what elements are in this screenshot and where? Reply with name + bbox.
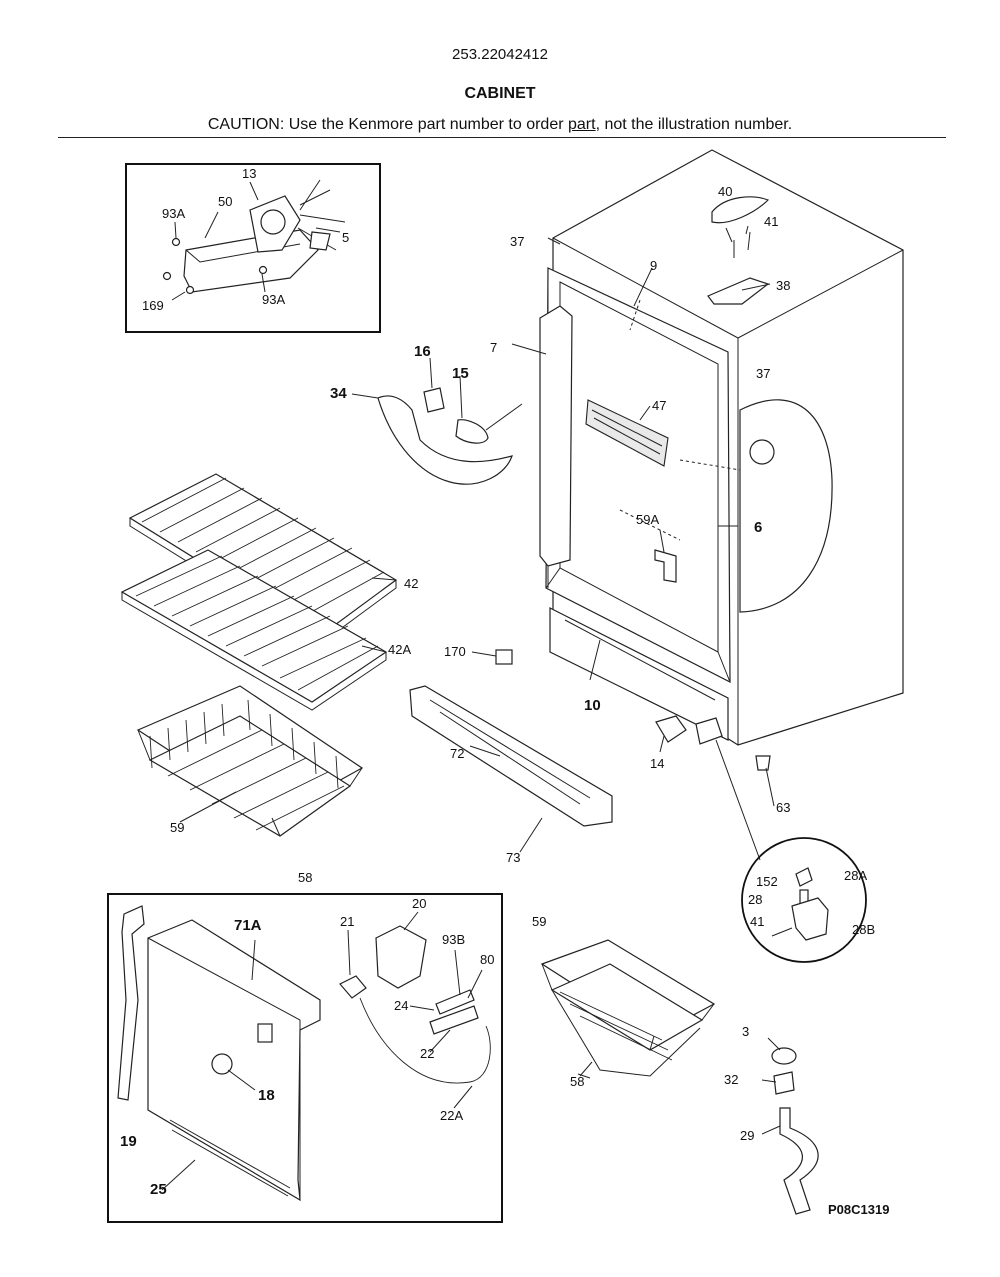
callout-170: 170 (444, 644, 466, 659)
callout-58-basket: 58 (570, 1074, 584, 1089)
light-fixture (377, 395, 513, 485)
callout-152: 152 (756, 874, 778, 889)
callout-37-side: 37 (756, 366, 770, 381)
callout-42: 42 (404, 576, 418, 591)
callout-9: 9 (650, 258, 657, 273)
callout-93b: 93B (442, 932, 465, 947)
callout-41-top: 41 (764, 214, 778, 229)
callout-10: 10 (584, 697, 601, 714)
callout-13: 13 (242, 166, 256, 181)
callout-18: 18 (258, 1087, 275, 1104)
hinge-detail-circle (741, 837, 867, 963)
callout-19: 19 (120, 1133, 137, 1150)
evaporator-channel (585, 399, 669, 467)
top-hinge-plate (707, 277, 770, 305)
diagram-code: P08C1319 (828, 1202, 889, 1217)
callout-3: 3 (742, 1024, 749, 1039)
callout-15: 15 (452, 365, 469, 382)
hinge-detail: 152 28A 28 41 28B (715, 739, 875, 963)
callout-59-plastic: 59 (532, 914, 546, 929)
wire-basket (136, 685, 364, 837)
callout-47: 47 (652, 398, 666, 413)
callout-73: 73 (506, 850, 520, 865)
callout-71a: 71A (234, 917, 262, 934)
wire-shelves (120, 473, 398, 711)
caution-note: CAUTION: Use the Kenmore part number to … (0, 116, 1000, 134)
callout-40: 40 (718, 184, 732, 199)
fan-motor-inset: 13 50 93A 5 169 93A (125, 163, 381, 333)
callout-20: 20 (412, 896, 426, 911)
toe-grille (409, 685, 613, 827)
callout-28: 28 (748, 892, 762, 907)
callout-6: 6 (754, 519, 762, 536)
callout-22a: 22A (440, 1108, 463, 1123)
thermostat-knob (211, 1053, 233, 1075)
control-panel-25 (147, 919, 321, 1202)
callout-37-top: 37 (510, 234, 524, 249)
callout-25: 25 (150, 1181, 167, 1198)
control-inset-frame (107, 893, 503, 1223)
drain-parts (771, 1047, 819, 1215)
fan-inset-frame (125, 163, 381, 333)
callout-29: 29 (740, 1128, 754, 1143)
callout-93a-top: 93A (162, 206, 185, 221)
caution-text-2: , not the illustration number. (595, 116, 793, 133)
callout-7: 7 (490, 340, 497, 355)
callout-58-inset: 58 (298, 870, 312, 885)
callout-5: 5 (342, 230, 349, 245)
callout-28a: 28A (844, 868, 867, 883)
callout-38: 38 (776, 278, 790, 293)
door-gasket-strip (539, 305, 573, 567)
callout-169: 169 (142, 298, 164, 313)
callout-22: 22 (420, 1046, 434, 1061)
callout-34: 34 (330, 385, 347, 402)
callout-24: 24 (394, 998, 408, 1013)
seal-strip-19 (117, 905, 145, 1101)
callout-41-hinge: 41 (750, 914, 764, 929)
callout-80: 80 (480, 952, 494, 967)
header-rule (58, 137, 946, 138)
cabinet-body (377, 149, 904, 827)
caution-part-word: part (568, 116, 596, 133)
callout-16: 16 (414, 343, 431, 360)
callout-59-basket: 59 (170, 820, 184, 835)
callout-28b: 28B (852, 922, 875, 937)
top-hinge-cover (711, 196, 770, 224)
callout-50: 50 (218, 194, 232, 209)
switch-170 (495, 649, 513, 665)
callout-59a: 59A (636, 512, 659, 527)
model-number: 253.22042412 (452, 46, 548, 63)
control-inset: 58 71A 21 20 93B 80 24 22 22A 18 19 25 (107, 870, 503, 1223)
callout-14: 14 (650, 756, 664, 771)
callout-32: 32 (724, 1072, 738, 1087)
callout-42a: 42A (388, 642, 411, 657)
callout-63: 63 (776, 800, 790, 815)
callout-93a-bottom: 93A (262, 292, 285, 307)
callout-21: 21 (340, 914, 354, 929)
callout-72: 72 (450, 746, 464, 761)
thermostat-cover (375, 925, 427, 989)
drain-hose (779, 1107, 819, 1215)
caution-text-1: CAUTION: Use the Kenmore part number to … (207, 116, 568, 133)
page-title: CABINET (464, 85, 536, 102)
plastic-basket (540, 939, 716, 1079)
